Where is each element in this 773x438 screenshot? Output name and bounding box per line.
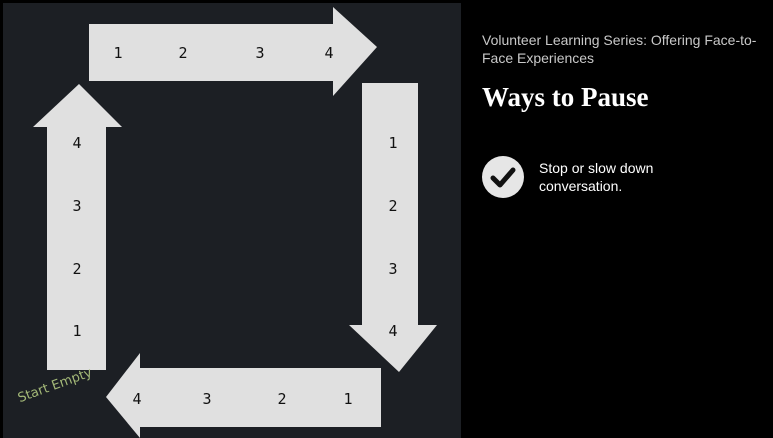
arrow-left-up [33,84,122,370]
top-number: 1 [113,44,123,62]
right-number: 1 [388,134,398,152]
arrow-right-down [349,83,437,372]
left-number: 2 [72,260,82,278]
arrow-top-right [89,7,377,96]
top-number: 2 [178,44,188,62]
right-number: 4 [388,322,398,340]
text-panel [461,0,773,438]
left-number: 3 [72,197,82,215]
page-title: Ways to Pause [482,82,649,112]
bottom-number: 1 [343,390,353,408]
bottom-number: 4 [132,390,142,408]
left-number: 1 [72,322,82,340]
right-number: 3 [388,260,398,278]
bottom-number: 2 [277,390,287,408]
left-number: 4 [72,134,82,152]
right-number: 2 [388,197,398,215]
checkmark-circle-icon [482,156,524,198]
top-number: 4 [324,44,334,62]
series-title: Volunteer Learning Series: Offering Face… [482,32,757,66]
top-number: 3 [255,44,265,62]
bottom-number: 3 [202,390,212,408]
bullet-text: Stop or slow down conversation. [539,160,654,194]
arrow-bottom-left [106,353,381,438]
